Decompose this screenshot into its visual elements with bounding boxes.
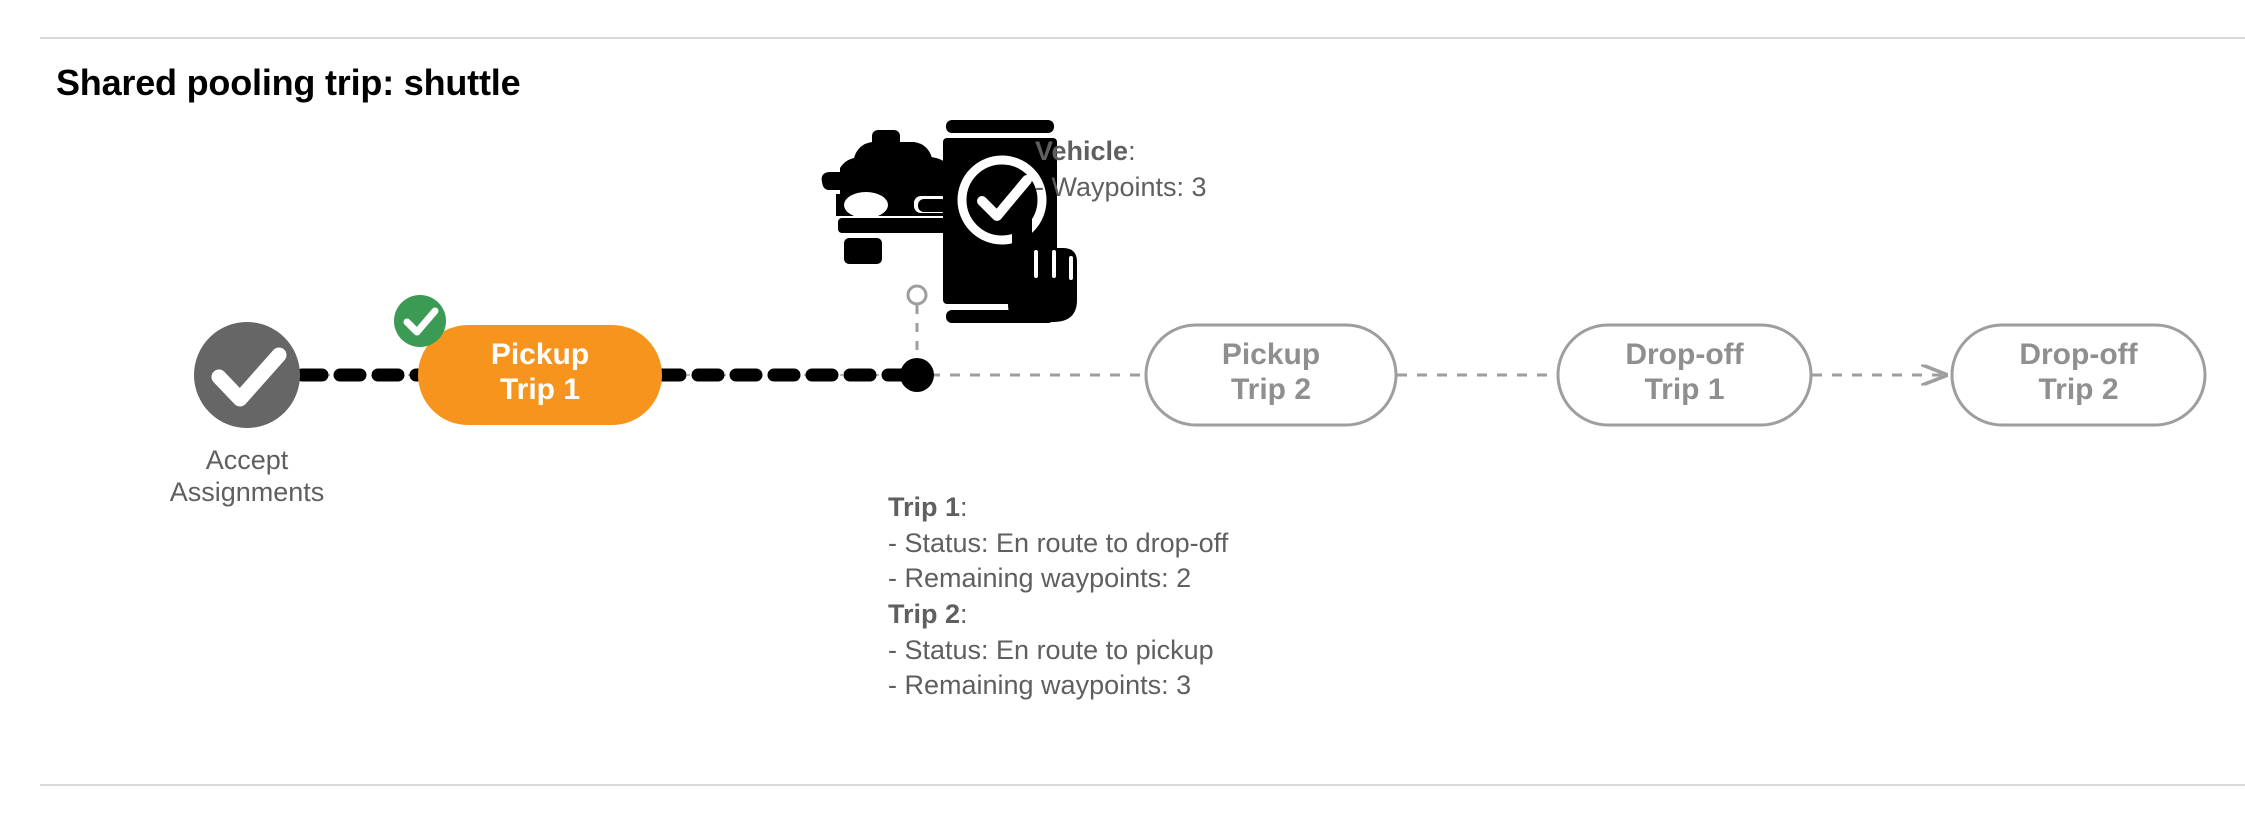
trip-2-heading-row: Trip 2: [888,597,1228,633]
trips-annotation: Trip 1: - Status: En route to drop-off -… [888,490,1228,704]
divider-bottom [40,784,2245,786]
trip-2-heading-suffix: : [960,598,968,629]
vehicle-annotation-heading: Vehicle [1035,136,1129,166]
trip-2-status-line: - Status: En route to pickup [888,634,1214,665]
vehicle-position-dot [900,358,934,392]
page-title: Shared pooling trip: shuttle [56,62,521,103]
vehicle-leader-anchor [906,284,928,306]
trip-1-heading-suffix: : [960,492,968,522]
trip-1-heading: Trip 1 [888,492,961,522]
divider-top [40,37,2245,39]
trip-2-remaining-waypoints-line: - Remaining waypoints: 3 [888,670,1192,701]
node-pickup-trip-1 [418,325,662,425]
node-pickup-trip-2 [1144,323,1398,427]
trip-1-remaining-waypoints-line: - Remaining waypoints: 2 [888,563,1192,594]
vehicle-annotation-line-waypoints: - Waypoints: 3 [1035,171,1207,202]
vehicle-annotation-heading-row: Vehicle: [1035,134,1207,170]
trip-2-heading: Trip 2 [888,598,961,629]
vehicle-annotation-heading-suffix: : [1128,136,1136,166]
trip-1-heading-row: Trip 1: [888,490,1228,526]
node-drop-off-trip-1 [1556,323,1813,427]
trip-1-status-line: - Status: En route to drop-off [888,527,1229,558]
node-accept-assignments [194,322,300,428]
node-drop-off-trip-2 [1950,323,2207,427]
vehicle-annotation: Vehicle: - Waypoints: 3 [1035,134,1207,205]
pickup-trip-1-completed-badge [394,295,446,347]
car-phone-check-icon [821,120,1077,323]
